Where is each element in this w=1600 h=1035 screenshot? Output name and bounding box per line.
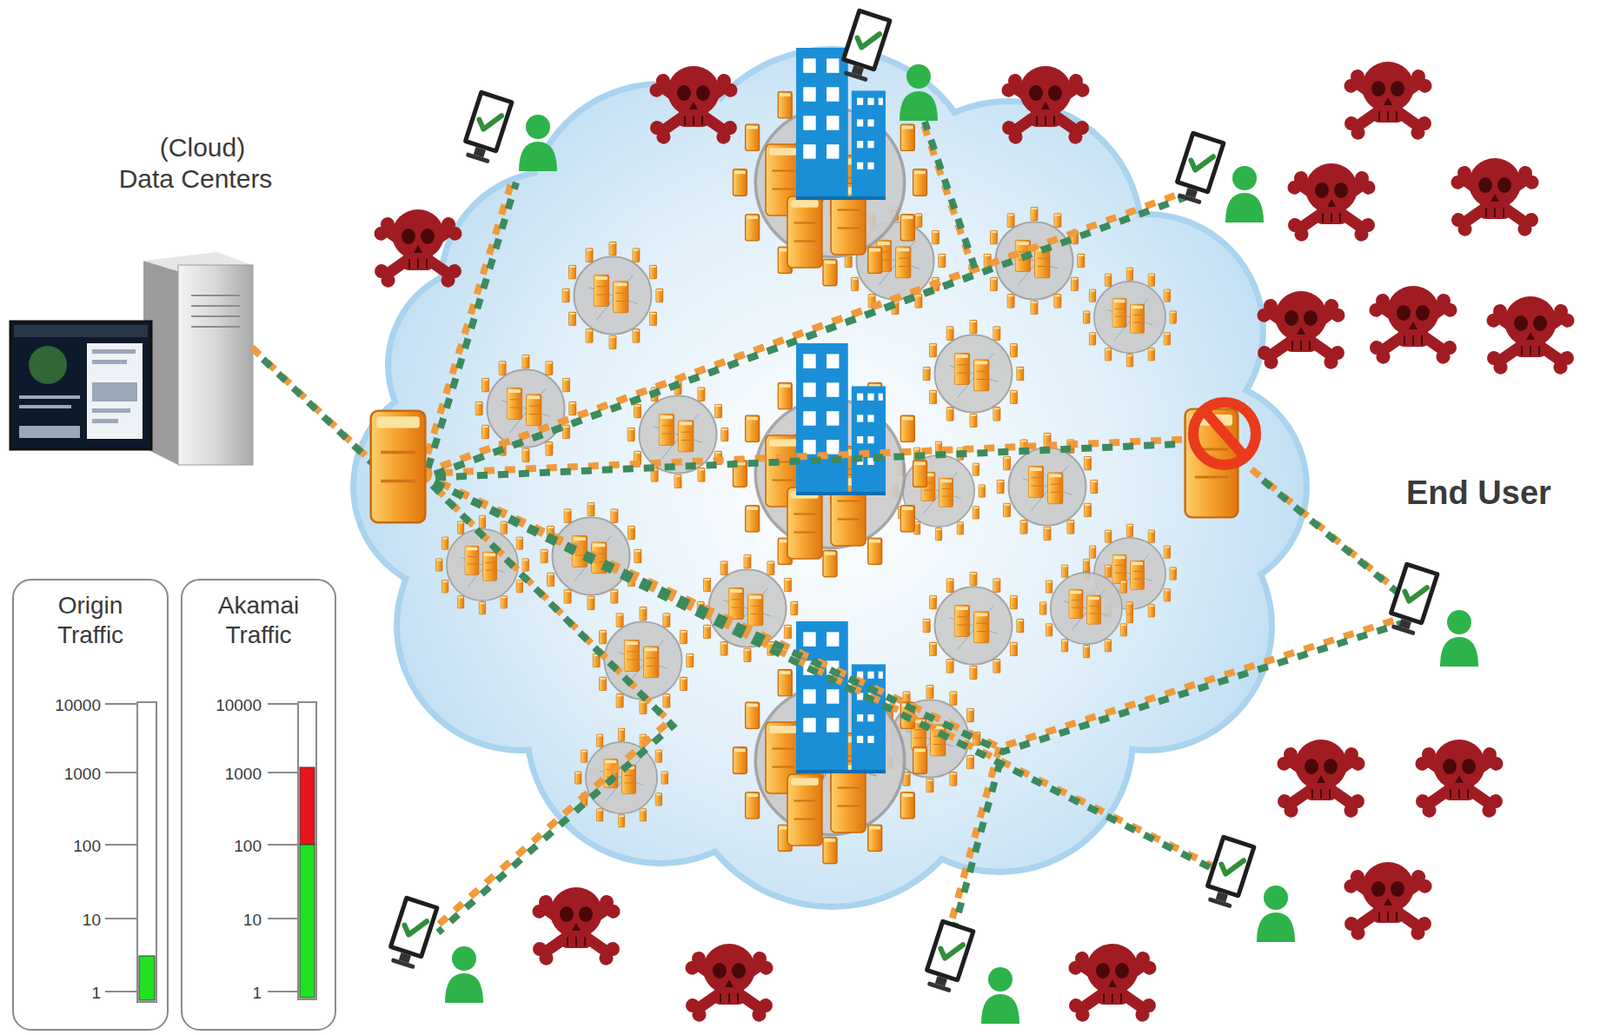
user-monitor (1384, 561, 1441, 638)
attacker-skull (1366, 285, 1460, 367)
attacker-skull (1483, 296, 1577, 378)
axis-value: 1 (252, 983, 262, 1003)
website-image (28, 345, 67, 385)
akamai-traffic-panel: Akamai Traffic 10000 1000 100 10 1 (180, 578, 337, 1031)
dotted-path (252, 117, 1400, 943)
origin-bar (137, 702, 157, 1003)
server-cluster (475, 354, 577, 463)
attacker-skull (529, 887, 623, 969)
attacker-skull (1341, 61, 1435, 143)
attacker-skull (1065, 943, 1159, 1025)
server-cluster (1039, 558, 1133, 658)
user-monitor (920, 918, 976, 995)
user-icon (981, 967, 1020, 1024)
server-cluster (1082, 267, 1176, 367)
user-monitor (836, 7, 893, 84)
attacker-skull (1254, 291, 1348, 372)
server-cluster (922, 319, 1024, 428)
origin-traffic-panel: Origin Traffic 10000 1000 100 10 1 (12, 578, 169, 1031)
user-icon (444, 946, 484, 1003)
user-icon (1256, 885, 1295, 943)
city-data-centers (765, 47, 886, 846)
attacker-skull (371, 209, 465, 291)
user-monitor (384, 895, 440, 971)
block-sign-bar (1205, 411, 1244, 456)
akamai-attack-level (299, 767, 315, 845)
origin-data-center (10, 252, 253, 465)
attacker-skull (1274, 739, 1368, 821)
user-icon (1225, 165, 1264, 223)
website-screenshot (10, 321, 152, 450)
axis-value: 10 (82, 910, 101, 930)
origin-edge-server (371, 411, 426, 524)
axis-value: 1 (91, 983, 101, 1003)
origin-level (139, 956, 155, 1001)
attacker-skull (1284, 163, 1378, 245)
user-monitor (1170, 130, 1227, 206)
traffic-paths (252, 117, 1403, 948)
attacker-skull (682, 943, 776, 1025)
website-header (13, 325, 148, 338)
user-icon (899, 64, 938, 121)
end-users (384, 7, 1479, 1024)
akamai-bar (298, 702, 317, 1000)
attacker-skull (1412, 739, 1506, 821)
block-sign (1193, 402, 1256, 465)
website-panel (86, 343, 143, 439)
panel-heading: Akamai Traffic (210, 590, 308, 651)
edge-server (787, 774, 823, 846)
server-slots (191, 295, 240, 327)
user-icon (518, 114, 558, 172)
dotted-path (255, 121, 1403, 948)
server-cluster (983, 206, 1085, 315)
attackers (371, 61, 1577, 1025)
attacker-skull (998, 66, 1092, 147)
axis-value: 1000 (64, 764, 101, 784)
user-monitor (1201, 834, 1257, 910)
attacker-skull (646, 66, 740, 147)
akamai-legit-level (299, 844, 315, 998)
server-cluster (574, 728, 668, 828)
office-building (796, 343, 886, 496)
attacker-skull (1447, 158, 1541, 240)
gauge-ticks (105, 703, 299, 992)
website-content (19, 349, 138, 439)
server-cluster (562, 241, 664, 350)
user-monitor (458, 89, 515, 166)
edge-servers (371, 402, 1256, 523)
panel-heading: Origin Traffic (41, 590, 140, 651)
edge-server (787, 487, 823, 559)
server-cluster (627, 380, 729, 489)
axis-value: 10000 (54, 696, 101, 716)
server-front (178, 265, 253, 465)
edge-server (787, 196, 823, 268)
axis-value: 100 (73, 836, 101, 857)
axis-value: 1000 (225, 764, 262, 784)
traffic-gauges (105, 702, 317, 1003)
attacker-skull (1341, 862, 1435, 943)
data-center-label: (Cloud) Data Centers (116, 132, 275, 195)
server-cluster (922, 571, 1024, 680)
axis-value: 100 (233, 836, 262, 857)
end-user-label: End User (1406, 473, 1552, 512)
axis-value: 10 (243, 910, 262, 930)
user-icon (1440, 610, 1479, 667)
axis-value: 10000 (215, 696, 262, 716)
